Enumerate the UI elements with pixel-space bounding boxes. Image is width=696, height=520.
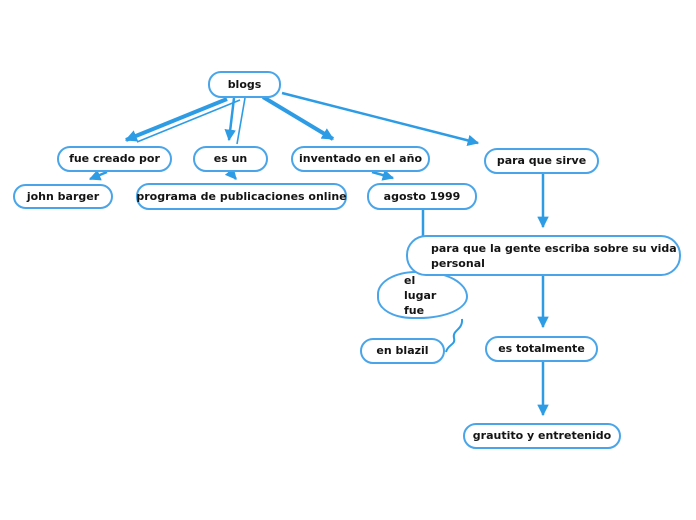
node-fue-creado-por[interactable]: fue creado por <box>57 146 172 172</box>
edge-blogs-fue-creado-thick <box>124 97 228 142</box>
edge-es-un-programa <box>224 167 237 180</box>
edge-blogs-fue-creado-thin <box>136 99 241 143</box>
node-blogs[interactable]: blogs <box>208 71 281 98</box>
edge-fue-creado-john-barger <box>88 169 108 181</box>
node-es-un[interactable]: es un <box>193 146 268 172</box>
edge-blogs-para-que-sirve <box>281 91 480 147</box>
node-grautito-entretenido[interactable]: grautito y entretenido <box>463 423 621 449</box>
node-en-blazil[interactable]: en blazil <box>360 338 445 364</box>
node-inventado-en-el-ano[interactable]: inventado en el año <box>291 146 430 172</box>
edge-blogs-es-un-thin <box>236 97 246 145</box>
node-john-barger[interactable]: john barger <box>13 184 113 209</box>
edge-inventado-agosto <box>371 169 395 181</box>
node-el-lugar-fue[interactable]: el lugar fue <box>377 271 468 319</box>
node-para-que-sirve[interactable]: para que sirve <box>484 148 599 174</box>
node-vida-personal[interactable]: para que la gente escriba sobre su vida … <box>406 235 681 276</box>
edge-blogs-inventado <box>261 95 335 141</box>
node-es-totalmente[interactable]: es totalmente <box>485 336 598 362</box>
node-programa-publicaciones[interactable]: programa de publicaciones online <box>136 183 347 210</box>
edge-blogs-es-un <box>224 97 236 142</box>
edge-el-lugar-en-blazil <box>445 318 464 353</box>
node-agosto-1999[interactable]: agosto 1999 <box>367 183 477 210</box>
